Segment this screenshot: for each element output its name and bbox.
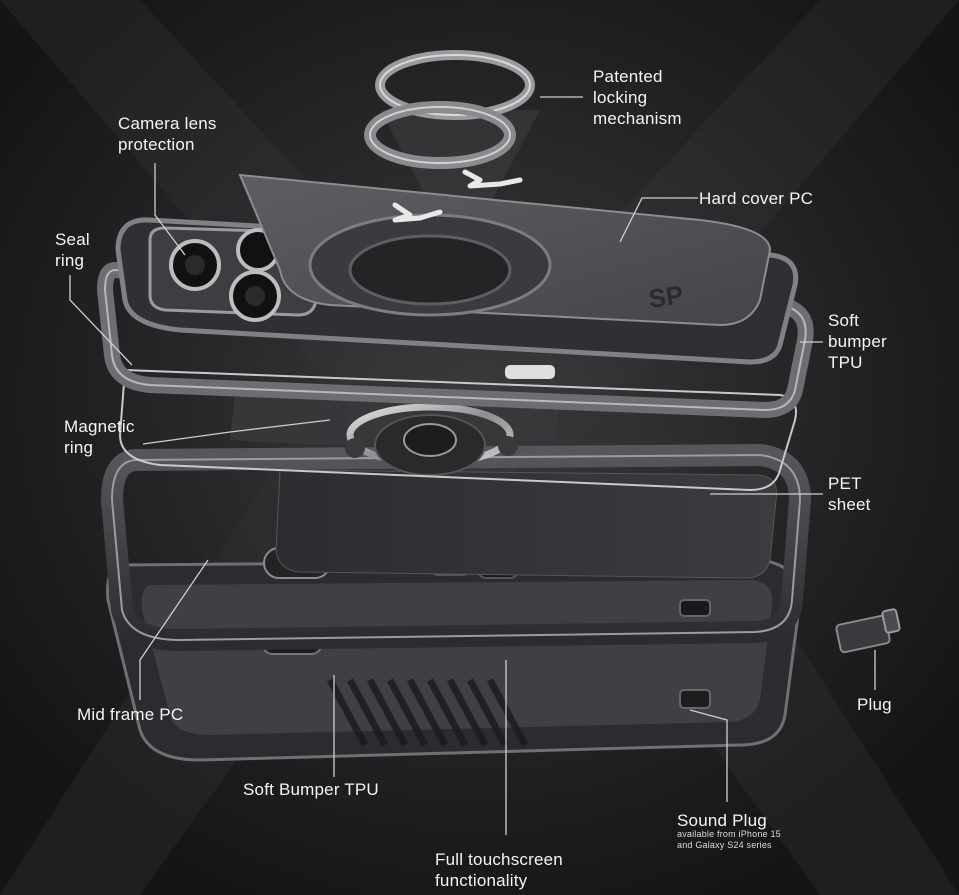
label-seal-ring: Seal ring [55, 230, 90, 270]
plug-part [835, 608, 901, 654]
label-camera-lens-protection: Camera lens protection [118, 114, 217, 154]
label-sound-plug-note: available from iPhone 15 and Galaxy S24 … [677, 829, 781, 850]
label-sound-plug: Sound Plug [677, 811, 767, 830]
pet-sheet-part [275, 469, 778, 579]
label-full-touchscreen: Full touchscreen functionality [435, 850, 563, 890]
soft-bumper-bottom-part [106, 558, 802, 762]
leader-lines [69, 96, 876, 835]
soft-bumper-top-part [96, 261, 814, 492]
locking-mechanism-part [364, 50, 535, 189]
label-soft-bumper-tpu-top: Soft bumper TPU [828, 311, 887, 372]
label-patented-locking-mechanism: Patented locking mechanism [593, 67, 682, 128]
label-mid-frame-pc: Mid frame PC [77, 705, 184, 724]
label-plug: Plug [857, 695, 892, 714]
label-hard-cover-pc: Hard cover PC [699, 189, 814, 208]
label-soft-bumper-tpu-bottom: Soft Bumper TPU [243, 780, 379, 799]
hard-cover-part [238, 173, 772, 327]
label-magnetic-ring: Magnetic ring [64, 417, 135, 457]
brand-logo: SP [647, 279, 686, 314]
label-pet-sheet: PET sheet [828, 474, 871, 514]
